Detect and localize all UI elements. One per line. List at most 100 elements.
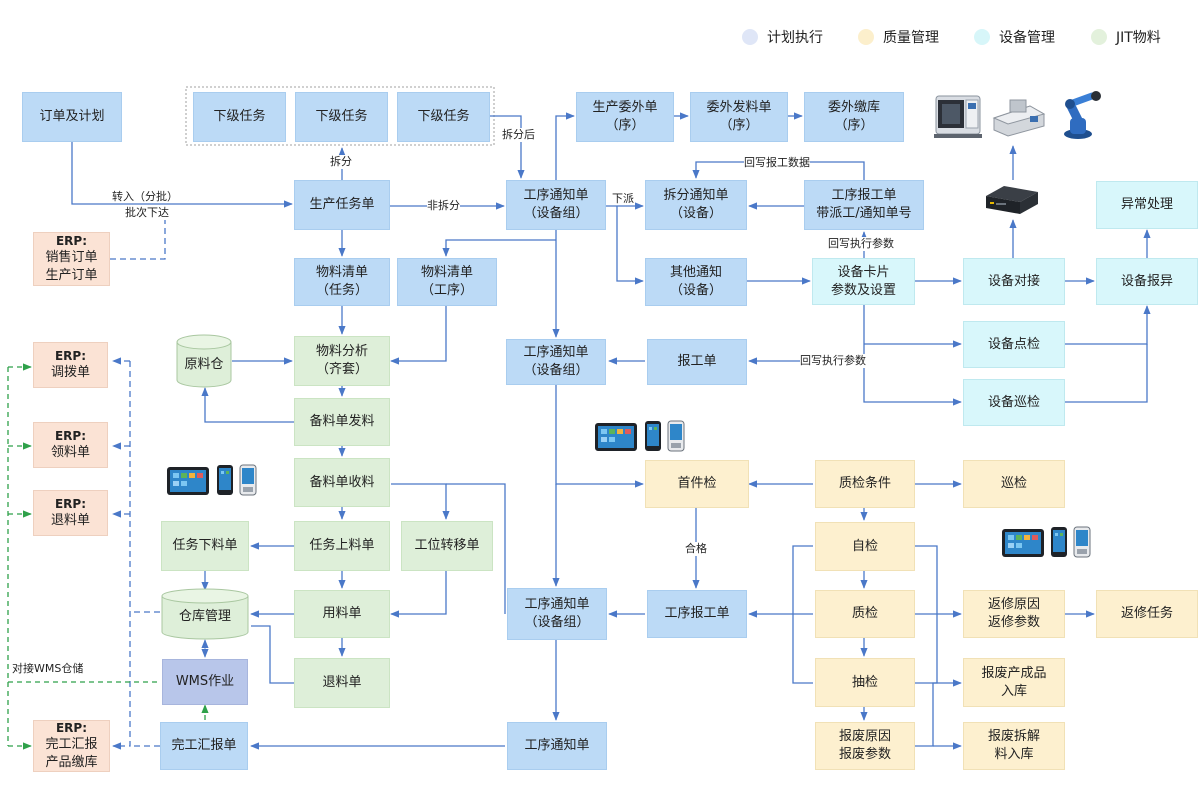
quality-check-node[interactable]: 质检 [815,590,915,638]
scrap-reason-node[interactable]: 报废原因报废参数 [815,722,915,770]
outsource-issue-node[interactable]: 委外发料单（序） [690,92,788,142]
cnc-machine-icon [934,95,982,138]
work-order-1-line2: （设备组） [523,206,589,221]
legend-quality-label: 质量管理 [883,30,939,46]
device-patrol-node[interactable]: 设备巡检 [963,379,1065,426]
raw-store-cylinder[interactable]: 原料仓 [176,334,232,388]
device-connect-node[interactable]: 设备对接 [963,258,1065,305]
sample-check-node[interactable]: 抽检 [815,658,915,707]
qc-condition-node[interactable]: 质检条件 [815,460,915,508]
erp-return-line2: 退料单 [50,513,90,528]
legend-quality-swatch [858,29,874,45]
work-order-3-line1: 工序通知单 [524,597,590,612]
phone-icon [1051,527,1067,557]
process-report-mid-node[interactable]: 工序报工单 [647,590,747,638]
cylinder-shape [176,334,232,388]
handheld-terminal-icon [1073,526,1091,558]
self-check-label: 自检 [851,538,878,554]
prep-issue-label: 备料单发料 [309,414,375,429]
subtask-node-3[interactable]: 下级任务 [397,92,490,142]
use-material-label: 用料单 [322,606,362,621]
tablet-icon [595,423,637,451]
split-notice-node[interactable]: 拆分通知单（设备） [645,180,747,230]
legend-equipment-swatch [974,29,990,45]
scrap-finished-node[interactable]: 报废产成品入库 [963,658,1065,707]
task-load-node[interactable]: 任务上料单 [294,521,390,571]
sample-check-label: 抽检 [851,674,878,690]
legend-jit: JIT物料 [1091,27,1161,47]
erp-return-title: ERP: [54,497,87,511]
write-back-report-label: 回写报工数据 [744,156,810,170]
bom-process-node[interactable]: 物料清单（工序） [397,258,497,306]
erp-pick-line2: 领料单 [50,445,90,460]
erp-return-node[interactable]: ERP: 退料单 [33,490,108,536]
return-material-node[interactable]: 退料单 [294,658,390,708]
wms-operation-node[interactable]: WMS作业 [162,659,248,705]
process-report-top-line2: 带派工/通知单号 [816,206,912,221]
first-check-node[interactable]: 首件检 [645,460,749,508]
write-back-exec-label-1: 回写执行参数 [828,237,894,251]
outsource-order-node[interactable]: 生产委外单（序） [576,92,674,142]
scrap-reason-line1: 报废原因 [838,729,891,744]
task-unload-node[interactable]: 任务下料单 [161,521,249,571]
material-analysis-node[interactable]: 物料分析（齐套） [294,336,390,386]
work-order-node-4[interactable]: 工序通知单 [507,722,607,770]
exception-node[interactable]: 异常处理 [1096,181,1198,229]
work-order-3-line2: （设备组） [524,615,590,630]
patrol-check-node[interactable]: 巡检 [963,460,1065,508]
device-spot-node[interactable]: 设备点检 [963,321,1065,368]
erp-finish-line2: 完工汇报 [45,737,98,752]
work-order-node-2[interactable]: 工序通知单（设备组） [506,339,606,385]
station-move-node[interactable]: 工位转移单 [401,521,493,571]
erp-sales-node[interactable]: ERP:销售订单生产订单 [33,232,110,286]
legend-quality: 质量管理 [858,27,939,47]
tablet-icon [167,467,209,495]
bom-task-line1: 物料清单 [315,265,368,280]
scrap-disassemble-node[interactable]: 报废拆解料入库 [963,722,1065,770]
prep-issue-node[interactable]: 备料单发料 [294,398,390,446]
prep-receive-label: 备料单收料 [309,474,375,490]
bom-process-line2: （工序） [420,283,473,298]
work-order-1-line1: 工序通知单 [523,188,589,203]
outsource-return-node[interactable]: 委外缴库（序） [804,92,904,142]
phone-icon [645,421,661,451]
erp-finish-node[interactable]: ERP:完工汇报产品缴库 [33,720,110,772]
industrial-pc-icon [986,186,1038,214]
production-task-node[interactable]: 生产任务单 [294,180,390,230]
device-card-node[interactable]: 设备卡片参数及设置 [812,258,915,305]
subtask-node-1[interactable]: 下级任务 [193,92,286,142]
scrap-reason-line2: 报废参数 [838,747,891,762]
work-order-node-1[interactable]: 工序通知单 （设备组） [506,180,606,230]
rework-task-label: 返修任务 [1120,606,1173,621]
erp-pick-node[interactable]: ERP:领料单 [33,422,108,468]
prep-receive-node[interactable]: 备料单收料 [294,458,390,507]
other-notice-node[interactable]: 其他通知（设备） [645,258,747,306]
scrap-finished-line2: 入库 [1000,683,1027,699]
write-back-exec-label-2: 回写执行参数 [800,354,866,368]
rework-task-node[interactable]: 返修任务 [1096,590,1198,638]
material-analysis-line1: 物料分析 [315,344,368,359]
outsource-issue-line1: 委外发料单 [706,100,772,115]
subtask-node-2[interactable]: 下级任务 [295,92,388,142]
report-form-node[interactable]: 报工单 [647,339,747,385]
transfer-batch-label-2: 批次下达 [125,206,169,220]
erp-transfer-node[interactable]: ERP:调拨单 [33,342,108,388]
bom-task-node[interactable]: 物料清单（任务） [294,258,390,306]
device-alarm-node[interactable]: 设备报异 [1096,258,1198,305]
erp-sales-line2: 销售订单 [45,250,98,265]
erp-transfer-title: ERP: [54,349,87,363]
process-report-top-node[interactable]: 工序报工单带派工/通知单号 [804,180,924,230]
scrap-disassemble-line1: 报废拆解 [987,729,1040,744]
finish-report-node[interactable]: 完工汇报单 [160,722,248,770]
erp-finish-line3: 产品缴库 [45,755,98,770]
rework-reason-node[interactable]: 返修原因返修参数 [963,590,1065,638]
qualified-edge-label: 合格 [685,542,707,556]
self-check-node[interactable]: 自检 [815,522,915,571]
order-plan-node[interactable]: 订单及计划 [22,92,122,142]
work-order-node-3[interactable]: 工序通知单 （设备组） [507,588,607,640]
order-plan-label: 订单及计划 [39,109,105,124]
warehouse-cylinder[interactable]: 仓库管理 [161,588,249,640]
use-material-node[interactable]: 用料单 [294,590,390,638]
legend-plan-swatch [742,29,758,45]
split-edge-label: 拆分 [330,155,352,169]
